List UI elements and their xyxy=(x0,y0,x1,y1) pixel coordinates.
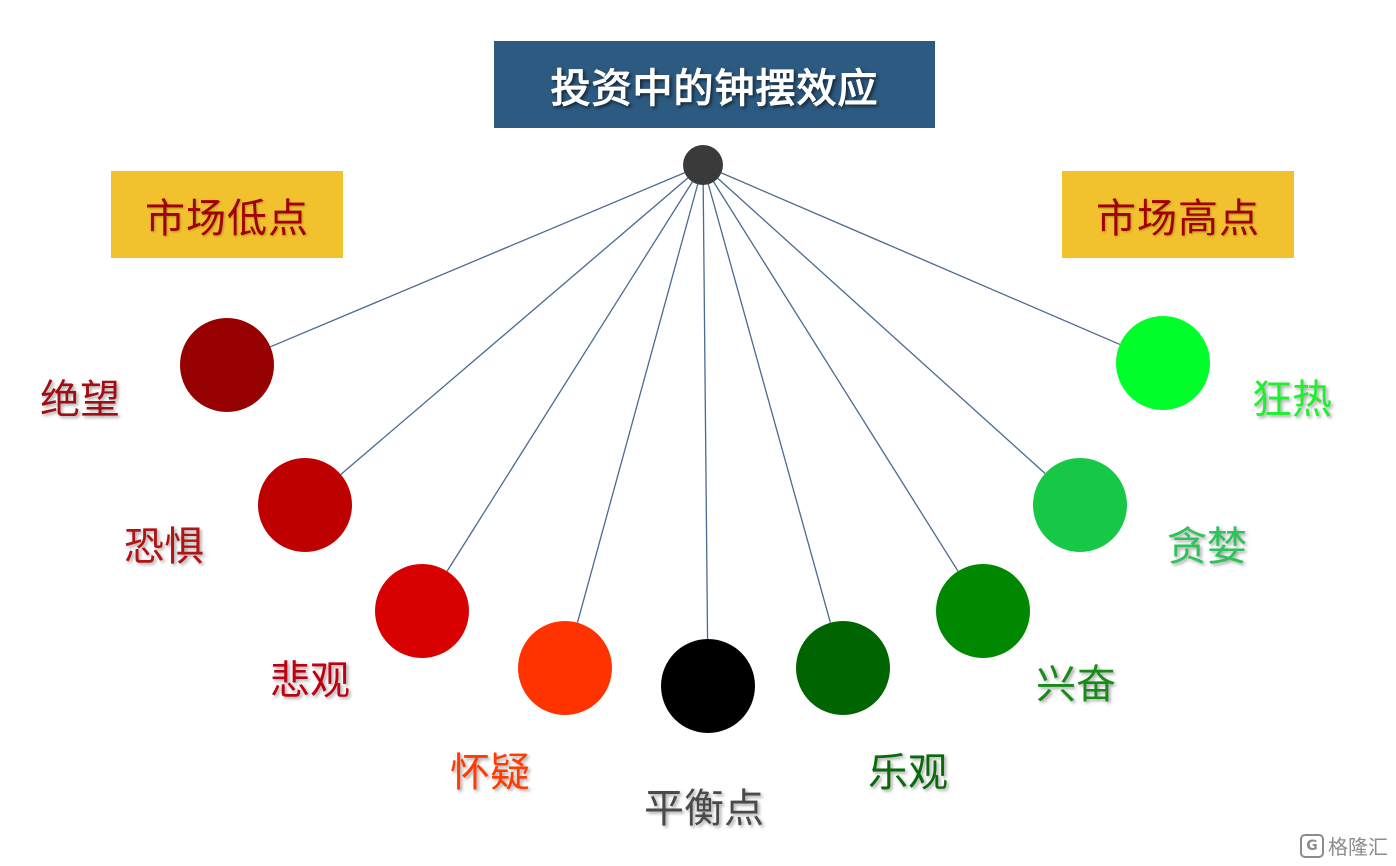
ball-pessimism xyxy=(375,564,469,658)
state-label-pessimism: 悲观 xyxy=(270,658,350,704)
gelonghui-logo-icon: G xyxy=(1300,833,1324,858)
market-low-label: 市场低点 xyxy=(111,171,343,258)
string-equilibrium xyxy=(702,164,709,640)
watermark: G 格隆汇 xyxy=(1300,831,1388,860)
string-excitement xyxy=(702,164,959,572)
string-optimism xyxy=(702,164,832,623)
string-fear xyxy=(340,164,704,475)
pendulum-strings xyxy=(270,164,1121,640)
watermark-text: 格隆汇 xyxy=(1328,835,1388,859)
ball-doubt xyxy=(518,621,612,715)
ball-excitement xyxy=(936,564,1030,658)
state-label-doubt: 怀疑 xyxy=(450,750,530,796)
string-despair xyxy=(270,164,704,348)
market-high-label: 市场高点 xyxy=(1062,171,1294,258)
state-label-fear: 恐惧 xyxy=(124,524,204,570)
state-label-despair: 绝望 xyxy=(40,377,120,423)
state-label-excitement: 兴奋 xyxy=(1036,662,1116,708)
ball-despair xyxy=(180,318,274,412)
ball-euphoria xyxy=(1116,316,1210,410)
ball-equilibrium xyxy=(661,639,755,733)
string-doubt xyxy=(576,164,704,623)
ball-optimism xyxy=(796,621,890,715)
string-euphoria xyxy=(702,164,1121,346)
state-label-greed: 贪婪 xyxy=(1167,524,1247,570)
diagram-title: 投资中的钟摆效应 xyxy=(494,41,935,128)
ball-greed xyxy=(1033,458,1127,552)
ball-fear xyxy=(258,458,352,552)
string-pessimism xyxy=(446,164,704,572)
state-label-equilibrium: 平衡点 xyxy=(644,786,764,832)
string-greed xyxy=(702,164,1046,475)
pivot-point xyxy=(683,145,723,185)
state-label-optimism: 乐观 xyxy=(868,750,948,796)
state-label-euphoria: 狂热 xyxy=(1252,377,1332,423)
pendulum-balls xyxy=(180,316,1210,733)
